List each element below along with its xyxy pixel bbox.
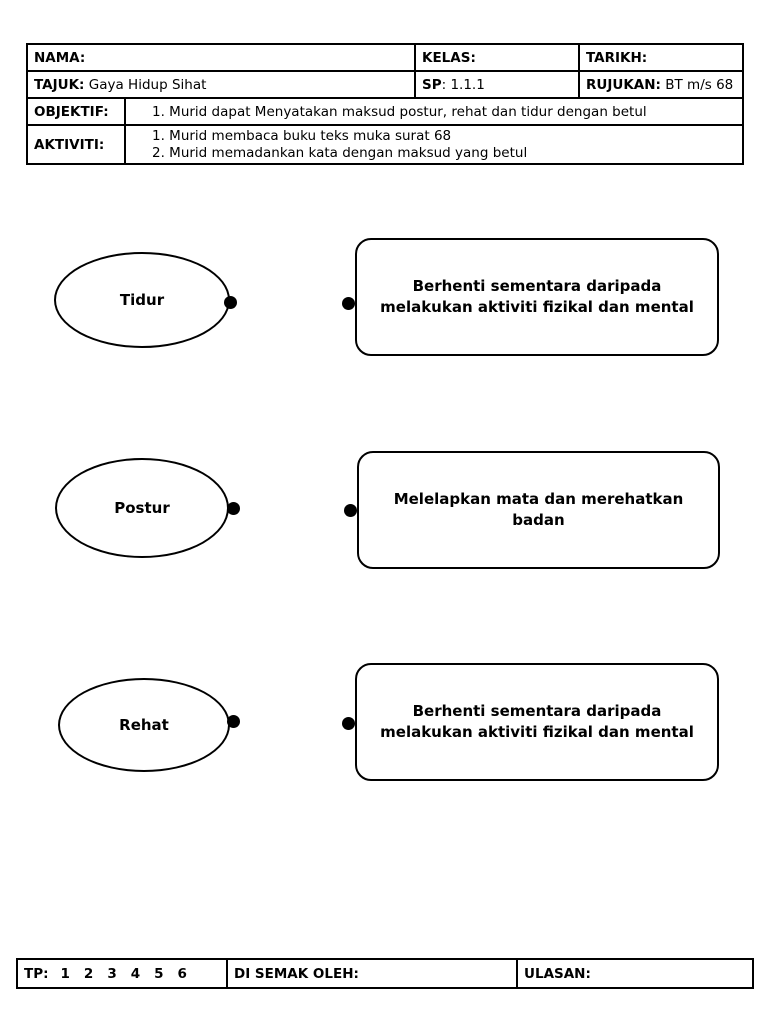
tp-label: TP: bbox=[24, 965, 49, 982]
definition-box[interactable]: Berhenti sementara daripada melakukan ak… bbox=[355, 238, 719, 356]
ulasan-field[interactable]: ULASAN: bbox=[516, 958, 754, 989]
aktiviti-item: 1. Murid membaca buku teks muka surat 68 bbox=[152, 127, 452, 144]
definition-connector-dot[interactable] bbox=[344, 504, 357, 517]
objektif-label: OBJEKTIF: bbox=[26, 97, 126, 126]
info-header-table: NAMA: KELAS: TARIKH: TAJUK: Gaya Hidup S… bbox=[26, 43, 744, 165]
term-rehat[interactable]: Rehat bbox=[58, 678, 230, 772]
nama-field[interactable]: NAMA: bbox=[26, 43, 416, 72]
tarikh-label: TARIKH: bbox=[586, 49, 648, 66]
term-label: Tidur bbox=[119, 291, 165, 309]
aktiviti-item: 2. Murid memadankan kata dengan maksud y… bbox=[152, 144, 528, 161]
term-tidur[interactable]: Tidur bbox=[54, 252, 230, 348]
tarikh-field[interactable]: TARIKH: bbox=[578, 43, 744, 72]
definition-text: Melelapkan mata dan merehatkan badan bbox=[393, 490, 684, 529]
kelas-label: KELAS: bbox=[422, 49, 476, 66]
disemak-label: DI SEMAK OLEH: bbox=[234, 965, 359, 982]
definition-connector-dot[interactable] bbox=[342, 297, 355, 310]
term-connector-dot[interactable] bbox=[227, 502, 240, 515]
tajuk-value: Gaya Hidup Sihat bbox=[88, 76, 207, 93]
rujukan-cell: RUJUKAN: BT m/s 68 bbox=[578, 70, 744, 99]
tp-level-option[interactable]: 3 bbox=[107, 965, 117, 982]
rujukan-value: BT m/s 68 bbox=[665, 76, 734, 93]
tajuk-cell: TAJUK: Gaya Hidup Sihat bbox=[26, 70, 416, 99]
sp-cell: SP: 1.1.1 bbox=[414, 70, 580, 99]
kelas-field[interactable]: KELAS: bbox=[414, 43, 580, 72]
term-label: Postur bbox=[114, 499, 170, 517]
definition-box[interactable]: Melelapkan mata dan merehatkan badan bbox=[357, 451, 720, 569]
definition-text: Berhenti sementara daripada melakukan ak… bbox=[380, 277, 694, 316]
sp-label: SP bbox=[422, 76, 442, 93]
sp-value: : 1.1.1 bbox=[441, 76, 485, 93]
term-postur[interactable]: Postur bbox=[55, 458, 229, 558]
aktiviti-list: 1. Murid membaca buku teks muka surat 68… bbox=[124, 124, 744, 165]
disemak-field[interactable]: DI SEMAK OLEH: bbox=[226, 958, 518, 989]
tp-level-option[interactable]: 6 bbox=[177, 965, 187, 982]
definition-box[interactable]: Berhenti sementara daripada melakukan ak… bbox=[355, 663, 719, 781]
tp-level-option[interactable]: 5 bbox=[154, 965, 164, 982]
tp-level-option[interactable]: 1 bbox=[60, 965, 70, 982]
tp-level-option[interactable]: 4 bbox=[130, 965, 141, 982]
objektif-item: 1. Murid dapat Menyatakan maksud postur,… bbox=[152, 103, 647, 120]
tp-level-option[interactable]: 2 bbox=[83, 965, 94, 982]
definition-connector-dot[interactable] bbox=[342, 717, 355, 730]
nama-label: NAMA: bbox=[34, 49, 86, 66]
tajuk-label: TAJUK: bbox=[34, 76, 85, 93]
rujukan-label: RUJUKAN: bbox=[586, 76, 661, 93]
term-label: Rehat bbox=[119, 716, 169, 734]
term-connector-dot[interactable] bbox=[224, 296, 237, 309]
aktiviti-label: AKTIVITI: bbox=[26, 124, 126, 165]
term-connector-dot[interactable] bbox=[227, 715, 240, 728]
objektif-list: 1. Murid dapat Menyatakan maksud postur,… bbox=[124, 97, 744, 126]
definition-text: Berhenti sementara daripada melakukan ak… bbox=[380, 702, 694, 741]
ulasan-label: ULASAN: bbox=[524, 965, 591, 982]
